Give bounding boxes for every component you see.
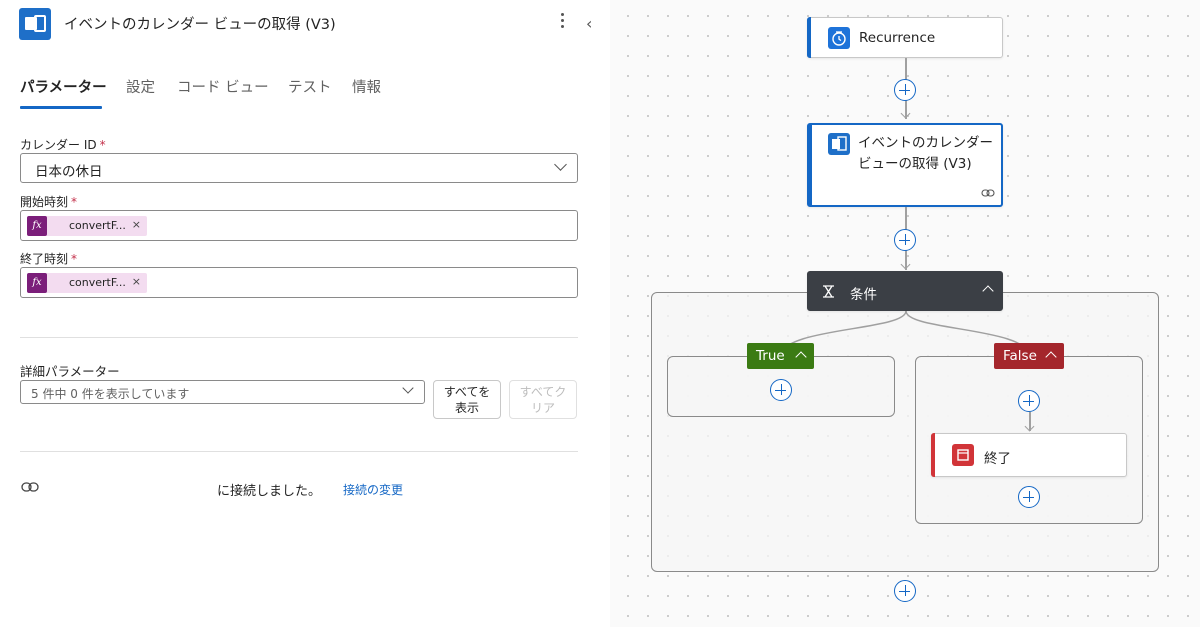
true-branch-label: True (756, 348, 785, 364)
end-time-label: 終了時刻* (20, 252, 78, 266)
expression-token-text: convertF... (69, 276, 126, 289)
calendar-id-value: 日本の休日 (35, 164, 103, 180)
remove-token-icon[interactable]: × (131, 275, 141, 288)
clock-icon (828, 27, 850, 49)
collapse-panel-icon[interactable]: ‹ (586, 14, 593, 33)
condition-header[interactable]: 条件 (807, 271, 1003, 311)
advanced-parameters-label: 詳細パラメーター (20, 364, 120, 379)
add-step-icon[interactable] (1018, 390, 1040, 412)
tab-parameters[interactable]: パラメーター (20, 80, 107, 96)
advanced-parameters-dropdown[interactable]: 5 件中 0 件を表示しています (20, 380, 425, 404)
card-accent-bar (931, 433, 935, 477)
calendar-id-dropdown[interactable]: 日本の休日 (20, 153, 578, 183)
section-divider (20, 337, 578, 338)
false-branch-tag[interactable]: False (994, 343, 1064, 369)
outlook-icon (828, 133, 850, 155)
clear-all-button[interactable]: すべてクリア (509, 380, 577, 419)
connection-link-icon (981, 189, 995, 197)
more-options-icon[interactable] (556, 10, 568, 34)
recurrence-title: Recurrence (859, 30, 936, 46)
terminate-title: 終了 (984, 451, 1011, 467)
terminate-icon (952, 444, 974, 466)
condition-title: 条件 (850, 287, 877, 303)
add-step-icon[interactable] (770, 379, 792, 401)
card-accent-bar (808, 124, 812, 206)
required-mark: * (71, 252, 78, 266)
connector-arrow (900, 259, 911, 270)
tab-settings[interactable]: 設定 (126, 80, 155, 96)
false-branch-label: False (1003, 348, 1037, 364)
fx-icon: fx (27, 216, 47, 236)
collapse-condition-icon[interactable] (982, 285, 994, 297)
connector-arrow (900, 108, 911, 119)
chevron-down-icon (554, 158, 567, 171)
chevron-down-icon (402, 382, 414, 394)
panel-title: イベントのカレンダー ビューの取得 (V3) (64, 17, 336, 33)
tab-code-view[interactable]: コード ビュー (177, 80, 269, 96)
calendar-id-label: カレンダー ID* (20, 138, 106, 152)
terminate-action-card[interactable]: 終了 (931, 433, 1127, 477)
expression-token[interactable]: fx convertF... × (27, 216, 147, 236)
advanced-parameters-summary: 5 件中 0 件を表示しています (31, 387, 190, 401)
connection-status-text: に接続しました。 (217, 484, 322, 499)
active-tab-indicator (20, 106, 102, 109)
start-time-field[interactable]: fx convertF... × (20, 210, 578, 241)
add-step-icon[interactable] (894, 79, 916, 101)
condition-icon (823, 285, 834, 298)
fx-icon: fx (27, 273, 47, 293)
required-mark: * (99, 138, 106, 152)
add-step-icon[interactable] (1018, 486, 1040, 508)
end-time-field[interactable]: fx convertF... × (20, 267, 578, 298)
get-calendar-view-card[interactable]: イベントのカレンダービューの取得 (V3) (807, 123, 1003, 207)
start-time-label: 開始時刻* (20, 195, 78, 209)
tab-test[interactable]: テスト (288, 80, 332, 96)
chevron-up-icon (1045, 351, 1057, 363)
recurrence-trigger-card[interactable]: Recurrence (807, 17, 1003, 58)
change-connection-link[interactable]: 接続の変更 (343, 483, 404, 497)
expression-token-text: convertF... (69, 219, 126, 232)
add-step-icon[interactable] (894, 229, 916, 251)
connector-line (1029, 412, 1031, 431)
show-all-button[interactable]: すべてを表示 (433, 380, 501, 419)
card-accent-bar (807, 17, 811, 58)
action-details-panel: イベントのカレンダー ビューの取得 (V3) ‹ パラメーター 設定 コード ビ… (0, 0, 610, 499)
get-calendar-view-title: イベントのカレンダービューの取得 (V3) (858, 135, 993, 172)
tab-about[interactable]: 情報 (352, 80, 381, 96)
expression-token[interactable]: fx convertF... × (27, 273, 147, 293)
section-divider (20, 451, 578, 452)
chevron-up-icon (795, 351, 807, 363)
remove-token-icon[interactable]: × (131, 218, 141, 231)
required-mark: * (71, 195, 78, 209)
panel-header: イベントのカレンダー ビューの取得 (V3) ‹ (0, 0, 610, 48)
connection-link-icon (21, 482, 39, 492)
outlook-icon (19, 8, 51, 40)
add-step-icon[interactable] (894, 580, 916, 602)
flow-designer-canvas[interactable]: Recurrence イベントのカレンダービューの取得 (V3) 条件 (610, 0, 1200, 627)
true-branch-tag[interactable]: True (747, 343, 814, 369)
